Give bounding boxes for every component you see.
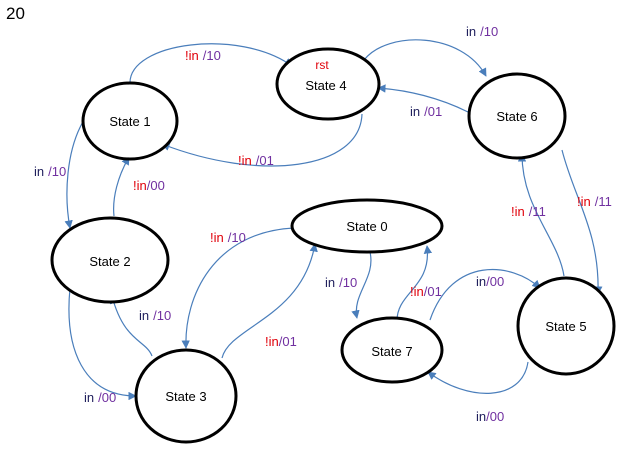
state-3-label: State 3 bbox=[165, 389, 206, 404]
label-s5-to-s7: in/00 bbox=[476, 409, 504, 424]
state-6: State 6 bbox=[467, 72, 567, 160]
state-6-label: State 6 bbox=[496, 109, 537, 124]
figure-number: 20 bbox=[6, 4, 25, 23]
edge-s0-to-s7 bbox=[351, 251, 372, 319]
state-4-label: State 4 bbox=[305, 78, 346, 93]
label-s3-to-s0: !in/01 bbox=[265, 334, 297, 349]
label-s2-to-s1: !in/00 bbox=[133, 178, 165, 193]
label-s7-to-s5: in/00 bbox=[476, 274, 504, 289]
label-s6-to-s4: in/01 bbox=[410, 104, 442, 119]
edge-s5-to-s7 bbox=[427, 361, 529, 394]
state-5: State 5 bbox=[516, 276, 616, 376]
state-5-label: State 5 bbox=[545, 319, 586, 334]
edge-s2-to-s3 bbox=[68, 287, 137, 401]
state-7-label: State 7 bbox=[371, 344, 412, 359]
label-s0-to-s7: in/10 bbox=[325, 275, 357, 290]
edge-s5-to-s6 bbox=[517, 153, 565, 277]
state-0: State 0 bbox=[290, 198, 444, 254]
state-4: rst State 4 bbox=[275, 47, 381, 121]
label-s4-to-s6: in/10 bbox=[466, 24, 498, 39]
label-s6-to-s5: !in/11 bbox=[577, 194, 612, 209]
state-2: State 2 bbox=[50, 216, 170, 304]
edge-s6-to-s4 bbox=[377, 84, 469, 113]
edge-s7-to-s0 bbox=[396, 245, 433, 323]
label-s1-to-s4: !in/10 bbox=[185, 48, 221, 63]
state-1: State 1 bbox=[81, 81, 179, 161]
reset-label: rst bbox=[315, 58, 329, 72]
label-s5-to-s6: !in/11 bbox=[511, 204, 546, 219]
edge-s4-to-s6 bbox=[363, 39, 487, 77]
edge-s1-to-s2 bbox=[64, 119, 85, 229]
edge-s2-to-s1 bbox=[113, 156, 130, 217]
state-1-label: State 1 bbox=[109, 114, 150, 129]
state-0-label: State 0 bbox=[346, 219, 387, 234]
label-s0-to-s3: !in/10 bbox=[210, 230, 246, 245]
state-2-label: State 2 bbox=[89, 254, 130, 269]
edge-s6-to-s5 bbox=[561, 149, 603, 295]
label-s1-to-s2: in/10 bbox=[34, 164, 66, 179]
label-s3-to-s2: in/10 bbox=[139, 308, 171, 323]
label-s7-to-s0: !in/01 bbox=[410, 284, 442, 299]
edge-s3-to-s2 bbox=[109, 295, 153, 357]
edge-s3-to-s0 bbox=[221, 243, 318, 359]
state-3: State 3 bbox=[134, 348, 238, 444]
edge-s7-to-s5 bbox=[429, 269, 541, 321]
edge-s4-to-s1 bbox=[161, 113, 363, 167]
edge-s0-to-s3 bbox=[181, 227, 295, 349]
label-s2-to-s3: in/00 bbox=[84, 390, 116, 405]
label-s4-to-s1: !in/01 bbox=[238, 153, 274, 168]
edge-s1-to-s4 bbox=[129, 43, 293, 85]
state-7: State 7 bbox=[340, 316, 444, 384]
